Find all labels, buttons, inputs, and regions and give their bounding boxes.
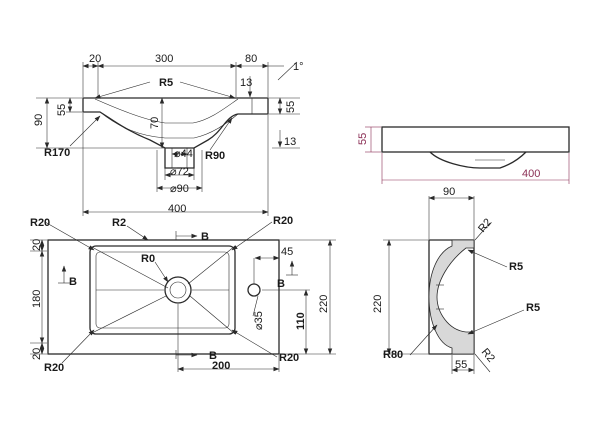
radius-r20-br: R20 <box>279 352 299 364</box>
dim-220-section: 220 <box>372 295 384 313</box>
dim-55-side: 55 <box>357 133 369 145</box>
dim-220: 220 <box>318 295 330 313</box>
dim-110: 110 <box>295 312 307 330</box>
dim-20: 20 <box>89 53 101 65</box>
basin-inner-curve-2 <box>99 111 239 139</box>
dim-13-right: 13 <box>284 136 296 148</box>
section-profile <box>428 239 475 355</box>
radius-r5-section-bottom: R5 <box>526 302 540 314</box>
section-b-left: B <box>69 276 77 288</box>
radius-r5-section-top: R5 <box>509 261 523 273</box>
dim-400-side: 400 <box>522 168 540 180</box>
radius-r5-top: R5 <box>159 77 173 89</box>
dim-80: 80 <box>245 53 257 65</box>
dim-400-top: 400 <box>168 203 186 215</box>
drain-hole <box>164 276 192 304</box>
radius-r90: R90 <box>205 150 225 162</box>
dim-90: 90 <box>33 114 45 126</box>
radius-r20-bl: R20 <box>44 362 64 374</box>
dim-55-section: 55 <box>455 359 467 371</box>
angle-label: 1° <box>293 61 304 73</box>
section-b-bottom: B <box>209 350 217 362</box>
radius-r2: R2 <box>112 217 126 229</box>
dia-44: ⌀44 <box>174 148 193 160</box>
dim-45: 45 <box>281 246 293 258</box>
front-section-view: 20 300 80 1° R5 13 90 55 70 55 13 R170 R… <box>33 53 304 216</box>
drain-outlet <box>164 148 195 169</box>
section-b-top: B <box>201 231 209 243</box>
dim-13-top: 13 <box>240 77 252 89</box>
dim-200: 200 <box>212 360 230 372</box>
tap-hole <box>247 283 261 297</box>
radius-r170: R170 <box>44 147 70 159</box>
plan-outer <box>47 239 280 355</box>
side-view: 55 400 <box>357 126 570 184</box>
dim-300: 300 <box>155 53 173 65</box>
section-view: 90 R2 R5 220 R5 R80 55 R2 <box>372 186 540 374</box>
radius-r2-section-top: R2 <box>476 216 494 234</box>
dim-55-right: 55 <box>285 101 297 113</box>
plan-view: R20 R2 R20 B R0 20 180 20 B B 45 1 <box>30 215 336 374</box>
side-bowl <box>429 151 527 169</box>
radius-r0: R0 <box>141 253 155 265</box>
basin-inner-curve <box>94 98 239 124</box>
dim-55-left: 55 <box>56 104 68 116</box>
radius-r20-tl: R20 <box>30 217 50 229</box>
dim-20-plan-top: 20 <box>31 239 43 251</box>
radius-r80: R80 <box>383 349 403 361</box>
dia-90: ⌀90 <box>170 183 189 195</box>
dia-35: ⌀35 <box>253 311 265 330</box>
dim-70: 70 <box>149 117 161 129</box>
side-slab <box>381 126 570 153</box>
dim-20-plan-bottom: 20 <box>31 348 43 360</box>
dim-90-section: 90 <box>443 186 455 198</box>
radius-r20-tr: R20 <box>273 215 293 227</box>
section-b-right: B <box>277 278 285 290</box>
dia-72: ⌀72 <box>170 166 189 178</box>
dim-180: 180 <box>31 290 43 308</box>
plan-bowl <box>89 245 236 335</box>
